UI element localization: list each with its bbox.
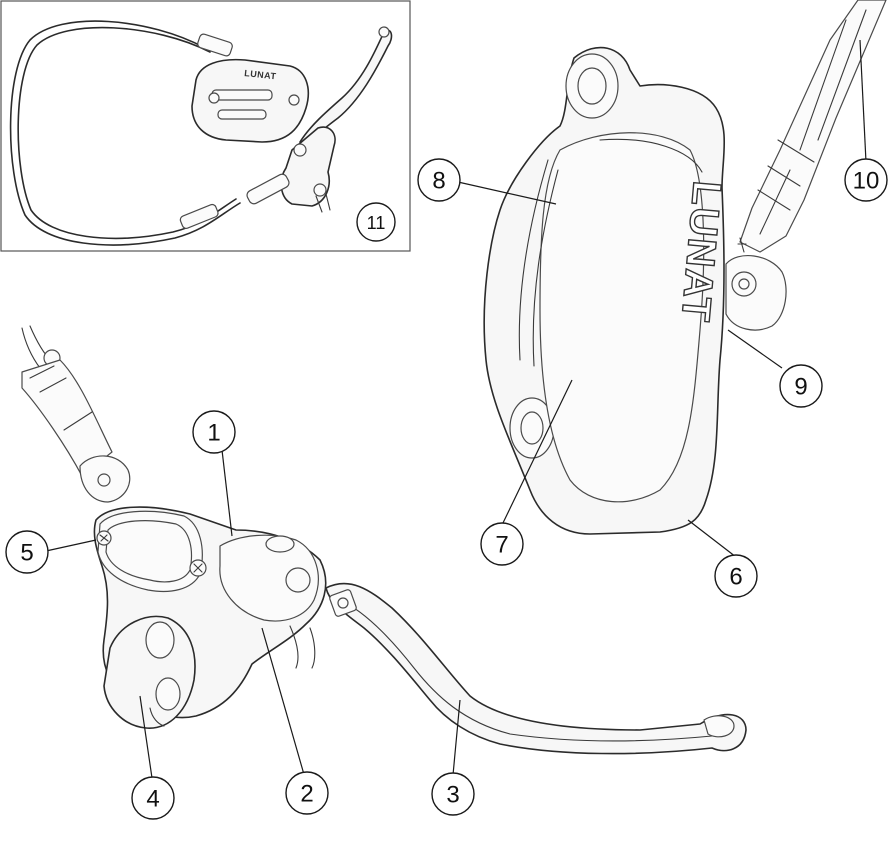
callout-9: 9 <box>779 364 823 408</box>
callout-label-10: 10 <box>853 168 880 195</box>
inset-caliper-slot <box>211 89 273 101</box>
callout-label-1: 1 <box>207 420 220 447</box>
callout-8: 8 <box>417 158 461 202</box>
callout-7: 7 <box>480 522 524 566</box>
banjo-bolt <box>725 237 787 331</box>
callout-label-6: 6 <box>729 564 742 591</box>
callout-4: 4 <box>131 776 175 820</box>
callout-1: 1 <box>192 410 236 454</box>
inset-brand-text: LUNAT <box>244 68 277 81</box>
callout-label-3: 3 <box>446 782 459 809</box>
callout-label-11: 11 <box>367 213 386 233</box>
callout-label-2: 2 <box>300 781 313 808</box>
brake-hose <box>739 0 887 253</box>
lever-tip <box>703 715 735 738</box>
inset-hose-fitting-top <box>197 33 233 57</box>
inset-caliper <box>191 58 310 143</box>
callout-11: 11 <box>356 202 396 242</box>
lever-pivot-housing <box>219 534 319 622</box>
lever-blade <box>325 582 747 755</box>
lever-master-cylinder-assembly <box>21 325 747 755</box>
inset-complete-assembly: LUNAT 11 <box>0 0 411 252</box>
callout-label-4: 4 <box>146 786 159 813</box>
lever-pivot-bolt <box>285 567 311 593</box>
leader-lines <box>45 39 867 779</box>
brake-caliper-assembly: LUNAT <box>483 0 887 535</box>
inset-hose-fitting-bottom <box>179 203 219 230</box>
callout-label-9: 9 <box>794 374 807 401</box>
inset-hose <box>9 20 241 246</box>
callout-10: 10 <box>844 158 888 202</box>
caliper-bleed-ridge <box>518 159 559 367</box>
callout-label-7: 7 <box>495 532 508 559</box>
callout-label-8: 8 <box>432 168 445 195</box>
callout-5: 5 <box>5 530 49 574</box>
callout-label-5: 5 <box>20 540 33 567</box>
callout-6: 6 <box>714 554 758 598</box>
callout-3: 3 <box>431 772 475 816</box>
caliper-piston-housing <box>539 132 705 503</box>
inset-reservoir-body <box>246 173 290 205</box>
callout-2: 2 <box>285 771 329 815</box>
